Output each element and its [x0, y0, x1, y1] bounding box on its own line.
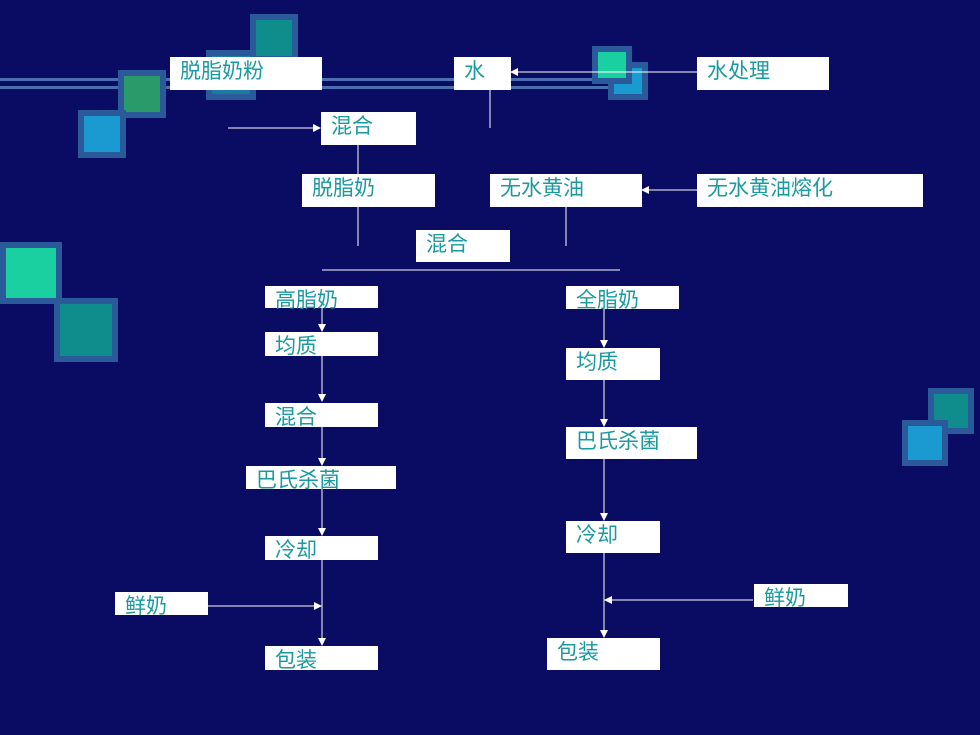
node-anhydrous-butter: 无水黄油 [490, 174, 642, 207]
decor-square [902, 420, 948, 466]
node-high-fat-milk: 高脂奶 [265, 286, 378, 312]
node-label: 鲜奶 [125, 594, 167, 618]
node-pasteurize-left: 巴氏杀菌 [246, 466, 396, 492]
node-label: 巴氏杀菌 [576, 429, 660, 453]
node-label: 包装 [275, 648, 317, 672]
decor-square [54, 298, 118, 362]
node-pasteurize-right: 巴氏杀菌 [566, 427, 697, 459]
node-package-left: 包装 [265, 646, 378, 672]
node-cool-right: 冷却 [566, 521, 660, 553]
node-label: 混合 [426, 232, 468, 256]
node-package-right: 包装 [547, 638, 660, 670]
node-water-treatment: 水处理 [697, 57, 829, 90]
node-label: 混合 [331, 114, 373, 138]
node-label: 巴氏杀菌 [256, 468, 340, 492]
decor-square [0, 242, 62, 304]
node-cool-left: 冷却 [265, 536, 378, 562]
decor-square [118, 70, 166, 118]
node-label: 脱脂奶 [312, 176, 375, 200]
node-label: 均质 [576, 350, 618, 374]
node-label: 水 [464, 59, 485, 83]
node-label: 无水黄油熔化 [707, 176, 833, 200]
node-water: 水 [454, 57, 511, 90]
node-label: 冷却 [275, 538, 317, 562]
node-fresh-milk-right: 鲜奶 [754, 584, 848, 610]
decor-square [78, 110, 126, 158]
node-mix-1: 混合 [321, 112, 416, 145]
node-butter-melting: 无水黄油熔化 [697, 174, 923, 207]
node-skim-milk: 脱脂奶 [302, 174, 435, 207]
node-mix-left: 混合 [265, 403, 378, 429]
node-label: 水处理 [707, 59, 770, 83]
node-homogenize-right: 均质 [566, 348, 660, 380]
node-label: 鲜奶 [764, 586, 806, 610]
node-mix-2: 混合 [416, 230, 510, 262]
node-label: 脱脂奶粉 [180, 59, 264, 83]
node-fresh-milk-left: 鲜奶 [115, 592, 208, 618]
node-label: 均质 [275, 334, 317, 358]
node-label: 高脂奶 [275, 288, 338, 312]
node-label: 冷却 [576, 523, 618, 547]
node-label: 全脂奶 [576, 288, 639, 312]
decor-square [592, 46, 632, 84]
node-homogenize-left: 均质 [265, 332, 378, 358]
node-label: 无水黄油 [500, 176, 584, 200]
decor-square [928, 388, 974, 434]
node-label: 混合 [275, 405, 317, 429]
node-skim-powder: 脱脂奶粉 [170, 57, 322, 90]
node-label: 包装 [557, 640, 599, 664]
node-whole-milk: 全脂奶 [566, 286, 679, 312]
